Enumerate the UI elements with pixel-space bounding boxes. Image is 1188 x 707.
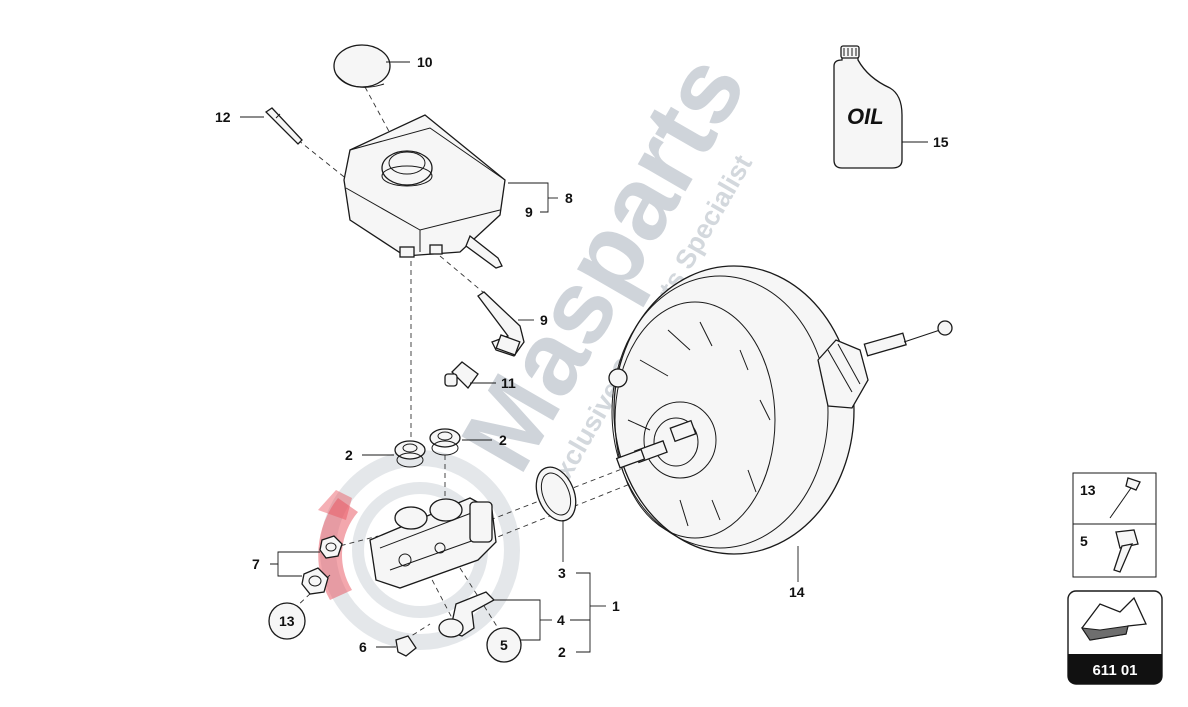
small-plug[interactable] xyxy=(395,635,417,657)
connector-plug[interactable] xyxy=(444,361,479,390)
fastener-legend: 13 5 xyxy=(1072,472,1157,578)
callout-10: 10 xyxy=(417,54,433,70)
callout-14: 14 xyxy=(789,584,805,600)
callout-circle-5 xyxy=(486,627,522,663)
callout-11: 11 xyxy=(501,375,516,391)
legend-number-13: 13 xyxy=(1080,482,1096,498)
callout-8: 8 xyxy=(565,190,573,206)
seal-grommet-right[interactable] xyxy=(429,428,461,456)
legend-number-5: 5 xyxy=(1080,533,1088,549)
arrow-icon xyxy=(1080,596,1147,641)
callout-circle-13 xyxy=(268,602,306,640)
o-ring[interactable] xyxy=(529,461,583,526)
callout-2-right: 2 xyxy=(499,432,507,448)
brake-booster[interactable] xyxy=(608,265,953,555)
callout-7: 7 xyxy=(252,556,260,572)
callout-4: 4 xyxy=(557,612,565,628)
brake-fluid-reservoir[interactable] xyxy=(343,114,506,269)
callout-5: 5 xyxy=(500,637,508,653)
level-sensor-pin[interactable] xyxy=(264,107,303,145)
callout-15: 15 xyxy=(933,134,949,150)
callout-9-hose: 9 xyxy=(540,312,548,328)
oil-bottle-icon[interactable]: OIL xyxy=(833,45,903,169)
oil-label: OIL xyxy=(847,104,884,129)
callout-2-bottom: 2 xyxy=(558,644,566,660)
callout-3: 3 xyxy=(558,565,566,581)
reservoir-hose[interactable] xyxy=(477,291,525,357)
reference-code: 611 01 xyxy=(1092,662,1137,679)
seal-grommet-left[interactable] xyxy=(394,440,426,468)
callout-2-left: 2 xyxy=(345,447,353,463)
pressure-sensor[interactable] xyxy=(438,591,496,638)
leader-lines xyxy=(240,61,928,653)
callout-numbers: 10 12 8 9 9 11 2 2 7 13 6 5 3 4 2 1 14 1… xyxy=(215,54,949,660)
reference-badge: 611 01 xyxy=(1067,590,1163,685)
hex-nut-top[interactable] xyxy=(319,535,343,559)
callout-6: 6 xyxy=(359,639,367,655)
callout-9-top: 9 xyxy=(525,204,533,220)
bolt-icon[interactable] xyxy=(1109,477,1141,519)
screw-icon[interactable] xyxy=(1113,529,1139,573)
callout-12: 12 xyxy=(215,109,231,125)
reservoir-cap[interactable] xyxy=(333,44,391,88)
master-cylinder[interactable] xyxy=(369,497,497,589)
callout-1: 1 xyxy=(612,598,620,614)
callout-13: 13 xyxy=(279,613,295,629)
hex-nut-bottom[interactable] xyxy=(301,567,329,595)
